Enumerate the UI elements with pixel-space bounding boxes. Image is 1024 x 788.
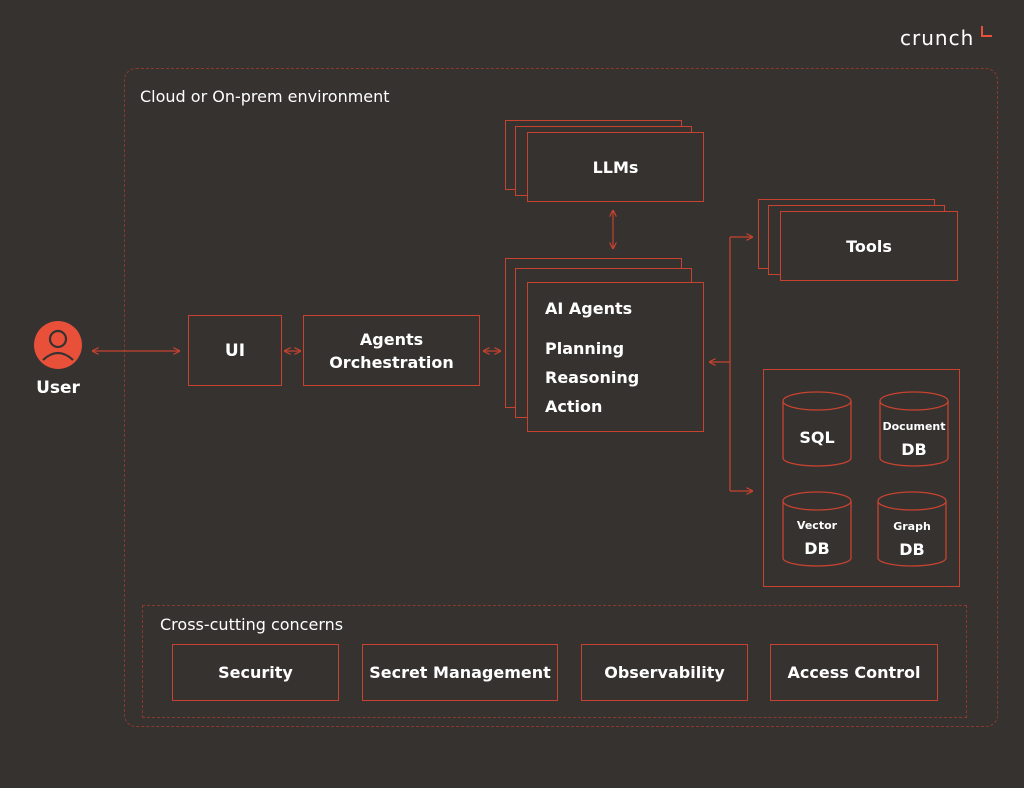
sql-db: SQL [783, 428, 851, 452]
agents-planning: Planning [545, 339, 625, 358]
graph-db: Graph DB [878, 520, 946, 564]
document-label-top: Document [882, 420, 946, 433]
secret-management-label: Secret Management [369, 663, 551, 682]
vector-label-bottom: DB [804, 539, 830, 558]
corner-mark-icon [981, 26, 992, 37]
security-box: Security [172, 644, 339, 701]
access-control-box: Access Control [770, 644, 938, 701]
environment-title: Cloud or On-prem environment [140, 87, 390, 106]
logo-text: crunch [900, 26, 975, 50]
agents-reasoning: Reasoning [545, 368, 640, 387]
cross-cutting-title: Cross-cutting concerns [160, 615, 344, 634]
crunch-logo: crunch [900, 26, 974, 50]
ui-box: UI [188, 315, 282, 386]
agents-title: AI Agents [545, 299, 633, 318]
access-control-label: Access Control [787, 663, 921, 682]
graph-label-bottom: DB [899, 540, 925, 559]
document-label-bottom: DB [901, 440, 927, 459]
vector-label-top: Vector [796, 519, 838, 532]
agents-box: AI Agents Planning Reasoning Action [527, 282, 704, 432]
ui-label: UI [224, 340, 246, 361]
sql-label: SQL [799, 428, 835, 447]
user-label: User [36, 378, 80, 398]
document-db: Document DB [876, 420, 952, 464]
agents-action: Action [545, 397, 603, 416]
cross-cutting-container [142, 605, 967, 718]
orchestration-box: Agents Orchestration [303, 315, 480, 386]
user-avatar-icon [34, 321, 82, 369]
sql-database-icon [782, 391, 852, 467]
security-label: Security [218, 663, 293, 682]
orchestration-line1: Agents [359, 329, 424, 349]
observability-label: Observability [604, 663, 725, 682]
observability-box: Observability [581, 644, 748, 701]
llms-box: LLMs [527, 132, 704, 202]
llms-label: LLMs [592, 157, 639, 177]
document-database-icon [879, 391, 949, 467]
graph-label-top: Graph [893, 520, 931, 533]
vector-database-icon [782, 491, 852, 567]
tools-label: Tools [846, 236, 892, 256]
secret-management-box: Secret Management [362, 644, 558, 701]
graph-database-icon [877, 491, 947, 567]
orchestration-line2: Orchestration [329, 352, 454, 372]
tools-box: Tools [780, 211, 958, 281]
environment-container [124, 68, 998, 727]
vector-db: Vector DB [783, 519, 851, 563]
